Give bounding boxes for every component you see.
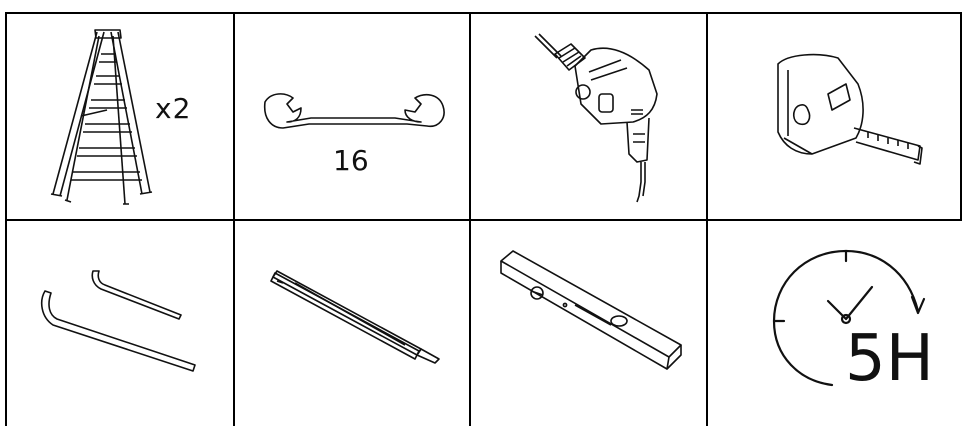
grid-line-middle <box>5 219 962 221</box>
tool-cell-tape <box>708 14 960 219</box>
tool-cell-time: 5H <box>708 221 960 426</box>
grid-line-top <box>5 12 962 14</box>
power-drill-icon <box>534 33 658 203</box>
grid-line-col1 <box>233 12 235 426</box>
tool-cell-ladder: x2 <box>7 14 233 219</box>
grid-line-left <box>5 12 7 426</box>
tape-measure-icon <box>777 53 923 165</box>
open-end-wrench-icon <box>263 93 445 129</box>
spirit-level-icon <box>500 250 682 370</box>
step-ladder-icon <box>50 29 153 205</box>
tool-cell-drill <box>471 14 706 219</box>
allen-keys-icon <box>40 270 196 372</box>
grid-line-col2 <box>469 12 471 426</box>
duration-label: 5H <box>845 322 934 396</box>
grid-line-right <box>960 12 962 220</box>
tool-cell-allen-keys <box>7 221 233 426</box>
tool-cell-wrench: 16 <box>235 14 469 219</box>
tool-cell-pencil <box>235 221 469 426</box>
clock-icon <box>772 249 926 387</box>
pencil-icon <box>270 270 440 364</box>
ladder-quantity-label: x2 <box>155 92 192 125</box>
grid-line-col3 <box>706 12 708 426</box>
tool-cell-level <box>471 221 706 426</box>
wrench-size-label: 16 <box>333 144 369 177</box>
